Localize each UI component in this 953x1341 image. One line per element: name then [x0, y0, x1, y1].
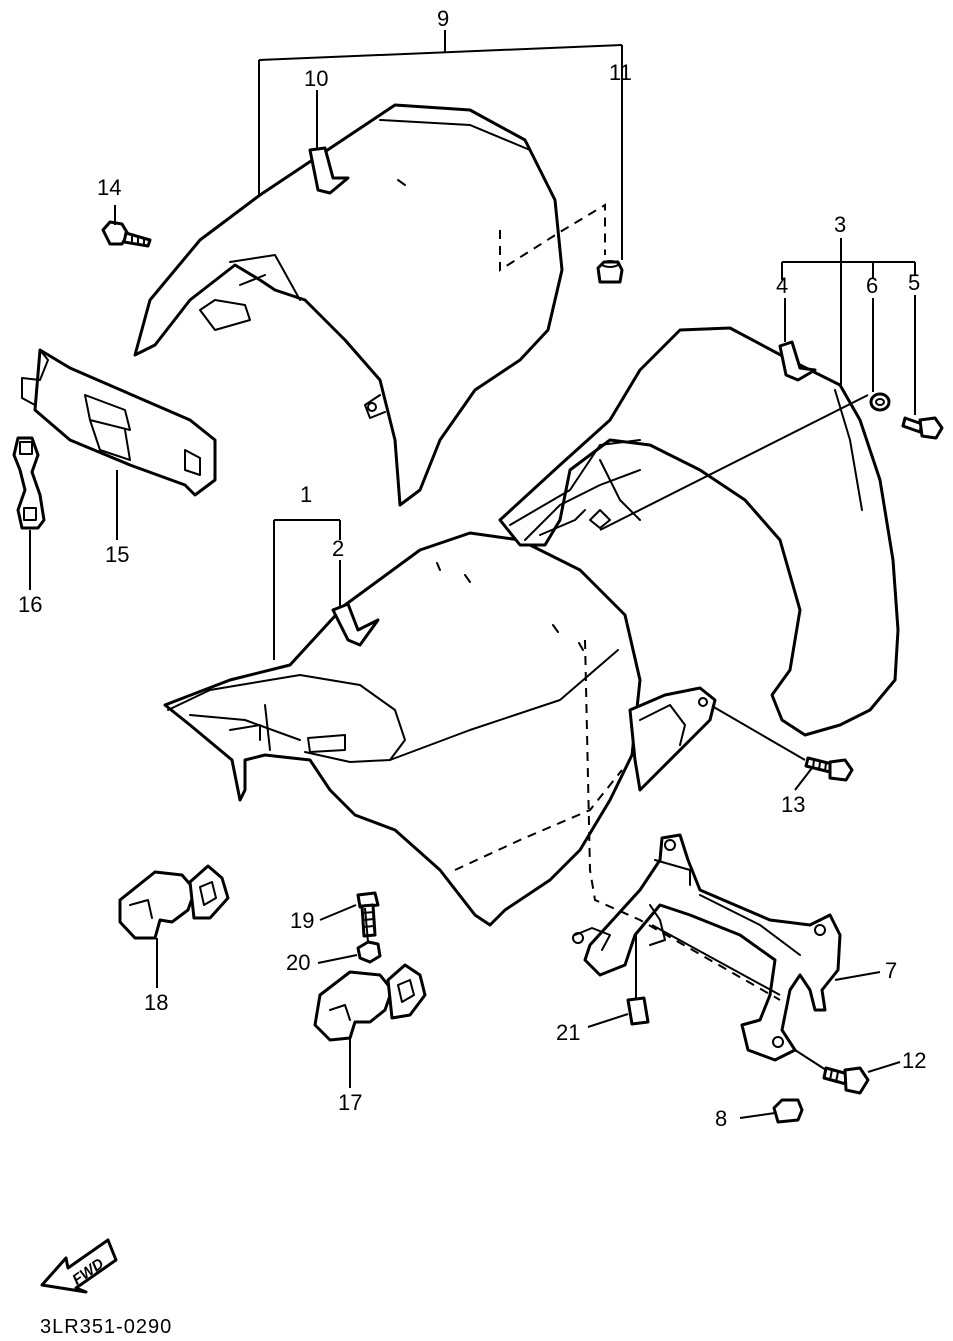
front-seat — [163, 531, 642, 927]
seat-cover-tab — [778, 340, 817, 382]
label-part-8: 8 — [715, 1106, 727, 1131]
rear-seat — [133, 103, 606, 507]
rear-seat-bolt — [101, 220, 152, 248]
label-part-1: 1 — [300, 482, 312, 507]
seat-lock-catch-b — [118, 864, 230, 940]
label-part-4: 4 — [776, 273, 788, 298]
forward-direction-arrow: FWD — [40, 1238, 118, 1294]
label-part-19: 19 — [290, 908, 314, 933]
leader-lines — [29, 30, 916, 1119]
frame-damper — [626, 996, 650, 1026]
label-part-5: 5 — [908, 270, 920, 295]
catch-bolt — [356, 891, 380, 938]
label-part-3: 3 — [834, 212, 846, 237]
front-seat-tab — [331, 602, 380, 647]
label-part-20: 20 — [286, 950, 310, 975]
seat-cover-bolt — [901, 416, 944, 440]
label-part-9: 9 — [437, 6, 449, 31]
catch-nut — [356, 940, 382, 964]
drawing-code: 3LR351-0290 — [40, 1316, 172, 1338]
label-part-14: 14 — [97, 175, 121, 200]
seat-hinge-bolt — [804, 756, 854, 782]
label-part-13: 13 — [781, 792, 805, 817]
label-part-21: 21 — [556, 1020, 580, 1045]
seat-frame — [572, 833, 842, 1062]
seat-side-hinge — [628, 686, 717, 792]
rear-seat-damper — [596, 260, 624, 284]
label-part-2: 2 — [332, 536, 344, 561]
label-part-11: 11 — [609, 60, 632, 85]
label-part-10: 10 — [304, 66, 328, 91]
label-part-15: 15 — [105, 542, 129, 567]
assembly-lines — [364, 394, 869, 1071]
seat-lock-catch-a — [313, 963, 427, 1042]
label-part-18: 18 — [144, 990, 168, 1015]
label-part-12: 12 — [902, 1048, 926, 1073]
seat-cover-washer — [869, 392, 891, 412]
label-part-7: 7 — [885, 958, 897, 983]
frame-bolt — [822, 1066, 870, 1095]
seat-strap — [12, 436, 46, 530]
seat-bracket — [21, 348, 217, 497]
frame-grommet — [772, 1098, 804, 1124]
part-number-labels: 9 10 11 14 3 4 6 5 1 2 15 16 13 19 20 7 … — [18, 6, 926, 1131]
label-part-16: 16 — [18, 592, 42, 617]
label-part-17: 17 — [338, 1090, 362, 1115]
rear-seat-tab — [308, 146, 350, 195]
label-part-6: 6 — [866, 273, 878, 298]
